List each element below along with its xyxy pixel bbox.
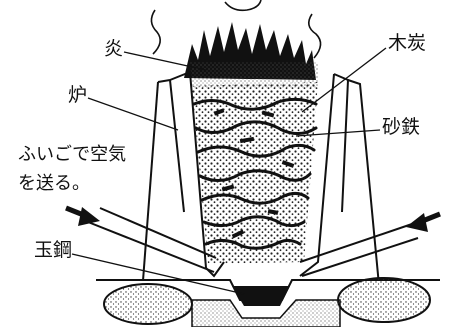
label-flame: 炎 [104,40,123,59]
leader-furnace [88,98,178,130]
label-bloom: 玉鋼 [34,241,72,260]
label-furnace: 炉 [68,86,87,105]
label-iron-sand: 砂鉄 [382,118,420,137]
furnace-charge [192,82,318,264]
right-tuyere [300,224,418,276]
label-bellows-line2: を送る。 [18,175,90,193]
label-charcoal: 木炭 [388,34,426,53]
right-air-arrow [406,213,440,232]
left-air-arrow [66,207,100,226]
flame [184,22,318,88]
label-bellows-line1: ふいごで空気 [18,146,126,164]
